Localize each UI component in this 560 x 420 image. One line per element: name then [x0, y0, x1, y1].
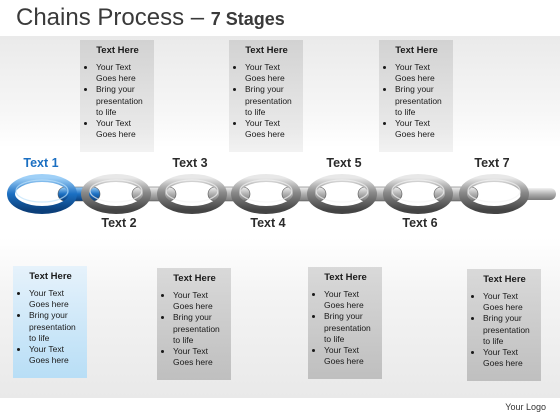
text-box-1: Text Here Your Text Goes here Bring your… [13, 266, 87, 378]
bullet-item: Your Text Goes here [395, 62, 450, 84]
text-box-3: Text Here Your Text Goes here Bring your… [80, 40, 154, 152]
bullet-item: Your Text Goes here [29, 344, 84, 366]
text-box-bullets: Your Text Goes here Bring your presentat… [161, 290, 228, 368]
title-text: Chains Process [16, 4, 185, 31]
title-separator: – [184, 4, 211, 31]
text-box-4: Text Here Your Text Goes here Bring your… [229, 40, 303, 152]
stage-label-2: Text 2 [101, 216, 137, 230]
chain-graphic [7, 174, 556, 214]
chain-link-2 [81, 174, 151, 214]
bullet-item: Your Text Goes here [245, 118, 300, 140]
chain-link-5 [307, 174, 377, 214]
chain-connector [207, 186, 251, 202]
text-box-bullets: Your Text Goes here Bring your presentat… [233, 62, 300, 140]
stage-label-4: Text 4 [250, 216, 286, 230]
text-box-bullets: Your Text Goes here Bring your presentat… [312, 289, 379, 367]
chain-link-6 [383, 174, 453, 214]
text-box-heading: Text Here [173, 273, 216, 284]
chain-link-highlight [467, 179, 521, 203]
bullet-item: Your Text Goes here [173, 346, 228, 368]
bullet-item: Your Text Goes here [395, 118, 450, 140]
bullet-item: Your Text Goes here [324, 289, 379, 311]
text-box-heading: Text Here [29, 271, 72, 282]
text-box-bullets: Your Text Goes here Bring your presentat… [383, 62, 450, 140]
chain-link-highlight [165, 179, 219, 203]
chain-connector [281, 186, 327, 202]
chain-link-1 [7, 174, 77, 214]
bullet-item: Bring your presentation to life [245, 84, 300, 118]
bullet-item: Bring your presentation to life [96, 84, 151, 118]
text-box-6: Text Here Your Text Goes here Bring your… [379, 40, 453, 152]
chain-link-highlight [89, 179, 143, 203]
bullet-item: Your Text Goes here [173, 290, 228, 312]
bullet-item: Your Text Goes here [483, 291, 538, 313]
bullet-item: Your Text Goes here [245, 62, 300, 84]
chain-link-highlight [315, 179, 369, 203]
text-box-7: Text Here Your Text Goes here Bring your… [467, 269, 541, 381]
stage-label-3: Text 3 [172, 156, 208, 170]
chain-link-7 [459, 174, 529, 214]
bullet-item: Your Text Goes here [29, 288, 84, 310]
text-box-bullets: Your Text Goes here Bring your presentat… [84, 62, 151, 140]
text-box-2: Text Here Your Text Goes here Bring your… [157, 268, 231, 380]
stage-label-5: Text 5 [326, 156, 362, 170]
page-title: Chains Process – 7 Stages [16, 4, 285, 32]
chain-link-highlight [391, 179, 445, 203]
chain-connector [433, 186, 479, 202]
text-box-bullets: Your Text Goes here Bring your presentat… [471, 291, 538, 369]
chain-link-highlight [239, 179, 293, 203]
bullet-item: Your Text Goes here [324, 345, 379, 367]
chain-connector [357, 186, 403, 202]
chain-connector [131, 186, 177, 202]
bullet-item: Bring your presentation to life [395, 84, 450, 118]
chain-link-highlight [15, 179, 69, 203]
text-box-heading: Text Here [324, 272, 367, 283]
text-box-heading: Text Here [395, 45, 438, 56]
stage-label-1: Text 1 [23, 156, 59, 170]
text-box-bullets: Your Text Goes here Bring your presentat… [17, 288, 84, 366]
chain-link-4 [231, 174, 301, 214]
bullet-item: Your Text Goes here [96, 62, 151, 84]
chain-end-bar [520, 188, 556, 200]
bullet-item: Your Text Goes here [96, 118, 151, 140]
bullet-item: Your Text Goes here [483, 347, 538, 369]
stage-label-7: Text 7 [474, 156, 510, 170]
text-box-heading: Text Here [483, 274, 526, 285]
stage-label-6: Text 6 [402, 216, 438, 230]
text-box-heading: Text Here [96, 45, 139, 56]
bullet-item: Bring your presentation to life [483, 313, 538, 347]
title-subtitle: 7 Stages [210, 9, 285, 29]
logo-text: Your Logo [505, 402, 546, 412]
bottom-band [0, 238, 560, 398]
chain-connector [57, 186, 101, 202]
bullet-item: Bring your presentation to life [324, 311, 379, 345]
bullet-item: Bring your presentation to life [29, 310, 84, 344]
bullet-item: Bring your presentation to life [173, 312, 228, 346]
chain-link-3 [157, 174, 227, 214]
text-box-5: Text Here Your Text Goes here Bring your… [308, 267, 382, 379]
text-box-heading: Text Here [245, 45, 288, 56]
